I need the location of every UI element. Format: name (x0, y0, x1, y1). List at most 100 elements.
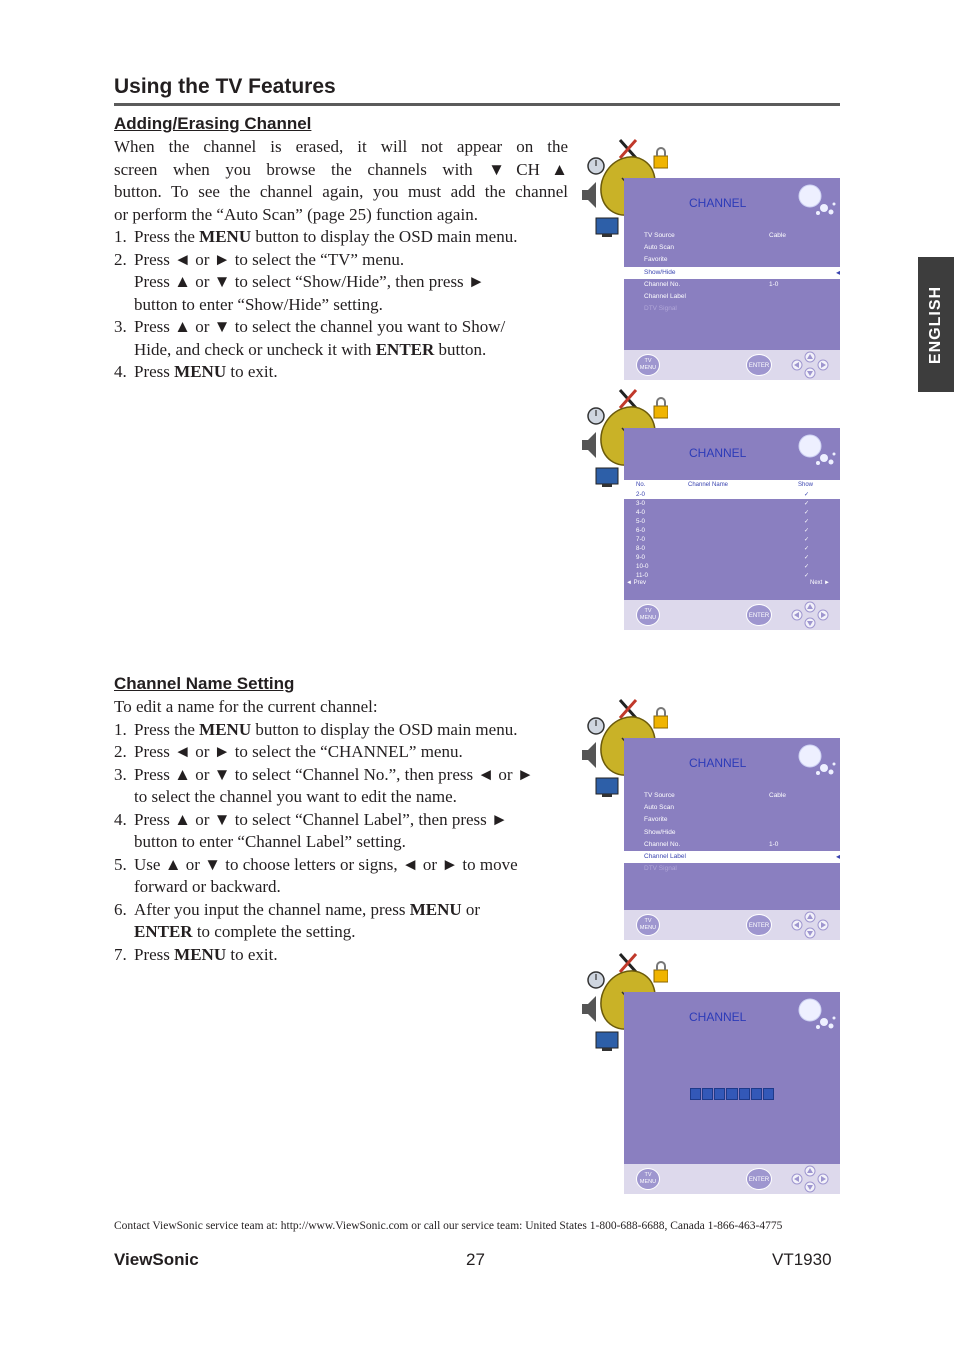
intro-line: To edit a name for the current channel: (114, 697, 378, 716)
osd-menu-item-label: Show/Hide (644, 828, 676, 836)
tv-menu-button[interactable]: TV MENU (636, 354, 660, 376)
osd-menu-item[interactable]: Auto Scan (624, 802, 840, 814)
step-line: forward or backward. (134, 877, 281, 896)
osd-menu-item[interactable]: Show/Hide (624, 266, 840, 279)
step-line: Press ◄ or ► to select the “TV” menu. (134, 249, 405, 269)
table-row[interactable]: 7-0 ✓ (624, 535, 840, 544)
footer-model: VT1930 (772, 1250, 832, 1269)
osd-menu-item-label: Favorite (644, 816, 668, 824)
bubbles-icon (798, 434, 836, 465)
step-line: Press MENU to exit. (134, 944, 278, 964)
step-item: 2.Press ◄ or ► to select the “CHANNEL” m… (114, 741, 568, 764)
osd-panel: CHANNEL (624, 992, 840, 1164)
col-show: Show (798, 482, 814, 488)
char-slot[interactable] (726, 1088, 738, 1100)
intro-line: screen when you browse the channels with… (114, 159, 568, 179)
table-row[interactable]: 9-0 ✓ (624, 553, 840, 562)
tv-menu-label-top: TV (644, 918, 652, 924)
lock-icon (653, 147, 668, 169)
section2-body: To edit a name for the current channel: … (114, 696, 568, 966)
show-check-icon[interactable]: ✓ (804, 572, 810, 579)
tv-menu-label-top: TV (644, 1172, 652, 1178)
step-line: Press ▲ or ▼ to select “Show/Hide”, then… (134, 272, 485, 291)
show-check-icon[interactable]: ✓ (804, 545, 810, 552)
table-row[interactable]: 5-0 ✓ (624, 517, 840, 526)
show-check-icon[interactable]: ✓ (804, 554, 810, 561)
step-line: Use ▲ or ▼ to choose letters or signs, ◄… (134, 854, 518, 874)
osd-menu-item[interactable]: Channel Label (624, 850, 840, 864)
enter-button[interactable]: ENTER (746, 604, 772, 626)
osd-menu-item[interactable]: Channel Label (624, 291, 840, 303)
osd-menu-item[interactable]: Auto Scan (624, 242, 840, 254)
show-check-icon[interactable]: ✓ (804, 563, 810, 570)
osd-menu-item[interactable]: Favorite (624, 814, 840, 826)
next-link[interactable]: Next ► (810, 580, 830, 586)
channel-label-input[interactable] (690, 1088, 774, 1100)
show-check-icon[interactable]: ✓ (804, 491, 810, 498)
step-item: 2.Press ◄ or ► to select the “TV” menu.P… (114, 249, 568, 317)
show-check-icon[interactable]: ✓ (804, 527, 810, 534)
table-row[interactable]: 3-0 ✓ (624, 499, 840, 508)
table-row[interactable]: 6-0 ✓ (624, 526, 840, 535)
table-row[interactable]: 8-0 ✓ (624, 544, 840, 553)
step-number: 7. (114, 944, 127, 964)
char-slot[interactable] (714, 1088, 726, 1100)
osd-title: CHANNEL (689, 196, 747, 210)
table-row[interactable]: 4-0 ✓ (624, 508, 840, 517)
footer-brand: ViewSonic (114, 1250, 199, 1269)
enter-button[interactable]: ENTER (746, 354, 772, 376)
table-row[interactable]: 10-0 ✓ (624, 562, 840, 571)
osd-menu-item-label: DTV Signal (644, 305, 677, 313)
osd-menu-item-label: Show/Hide (644, 268, 676, 276)
char-slot[interactable] (762, 1088, 774, 1100)
osd-menu-item[interactable]: Channel No. 1-0 (624, 839, 840, 851)
char-slot[interactable] (738, 1088, 750, 1100)
step-line: Press the MENU button to display the OSD… (134, 719, 518, 739)
nav-pad-icon (791, 601, 829, 629)
show-check-icon[interactable]: ✓ (804, 500, 810, 507)
char-slot[interactable] (702, 1088, 714, 1100)
step-number: 3. (114, 764, 127, 784)
osd-menu-item[interactable]: Show/Hide (624, 827, 840, 839)
char-slot[interactable] (750, 1088, 762, 1100)
osd-menu-item[interactable]: DTV Signal (624, 863, 840, 875)
section-heading-channel-name: Channel Name Setting (114, 674, 295, 693)
osd-menu-item[interactable]: DTV Signal (624, 303, 840, 315)
show-check-icon[interactable]: ✓ (804, 518, 810, 525)
intro-line: or perform the “Auto Scan” (page 25) fun… (114, 204, 478, 224)
tv-menu-button[interactable]: TV MENU (636, 914, 660, 936)
enter-button[interactable]: ENTER (746, 1168, 772, 1190)
channel-number: 9-0 (636, 554, 645, 561)
osd-title: CHANNEL (689, 756, 747, 770)
step-number: 2. (114, 742, 127, 761)
osd-menu-item[interactable]: Favorite (624, 254, 840, 266)
show-check-icon[interactable]: ✓ (804, 509, 810, 516)
tools-icon (618, 389, 638, 409)
table-row[interactable]: 2-0 ✓ (624, 490, 840, 499)
channel-number: 7-0 (636, 536, 645, 543)
table-row[interactable]: 11-0 ✓ (624, 571, 840, 580)
osd-menu-item[interactable]: Channel No. 1-0 (624, 279, 840, 291)
step-line: Press the MENU button to display the OSD… (134, 227, 518, 246)
speaker-icon (582, 182, 596, 208)
channel-number: 10-0 (636, 563, 649, 570)
osd-button-bar: TV MENU ENTER (624, 600, 840, 630)
tools-icon (618, 139, 638, 159)
show-check-icon[interactable]: ✓ (804, 536, 810, 543)
channel-number: 4-0 (636, 509, 645, 516)
timer-icon (587, 157, 605, 175)
osd-menu-item[interactable]: TV Source Cable (624, 230, 840, 242)
enter-button[interactable]: ENTER (746, 914, 772, 936)
osd-header: CHANNEL (624, 738, 840, 790)
osd-header: CHANNEL (624, 178, 840, 230)
osd-menu-item[interactable]: TV Source Cable (624, 790, 840, 802)
channel-number: 3-0 (636, 500, 645, 507)
tv-menu-button[interactable]: TV MENU (636, 604, 660, 626)
step-number: 5. (114, 854, 127, 874)
char-slot[interactable] (690, 1088, 702, 1100)
prev-link[interactable]: ◄ Prev (626, 580, 646, 586)
speaker-icon (582, 742, 596, 768)
step-line: After you input the channel name, press … (134, 899, 481, 919)
step-line: button to enter “Channel Label” setting. (134, 832, 406, 851)
tv-menu-button[interactable]: TV MENU (636, 1168, 660, 1190)
